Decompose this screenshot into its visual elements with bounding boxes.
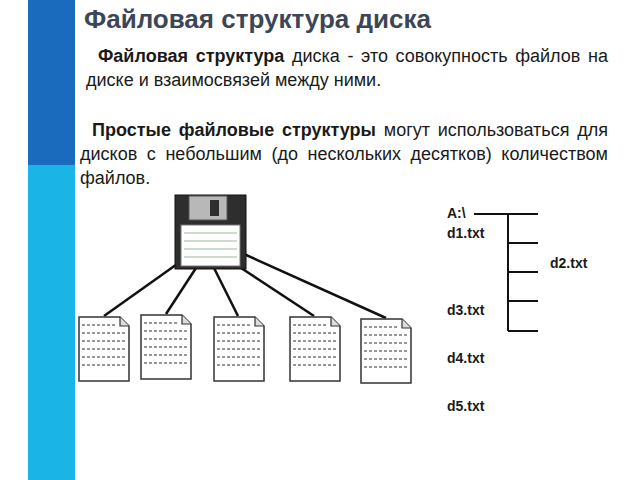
- stripe-top: [28, 0, 75, 165]
- bold-term: Файловая структура: [98, 46, 284, 66]
- file-name: d5.txt: [447, 398, 484, 414]
- paragraph: Файловая структура диска - это совокупно…: [86, 44, 608, 92]
- file-name: d1.txt: [447, 225, 484, 241]
- stripe-bottom: [28, 165, 75, 480]
- file-name: d2.txt: [550, 255, 587, 271]
- file-name: d4.txt: [447, 350, 484, 366]
- bold-term: Простые файловые структуры: [92, 120, 376, 140]
- paragraph: Простые файловые структуры могут использ…: [80, 118, 608, 190]
- file-icons: [79, 315, 411, 383]
- floppy-disk: [175, 195, 246, 269]
- slide-title: Файловая структура диска: [84, 4, 431, 35]
- drive-label: A:\: [447, 205, 466, 221]
- file-name: d3.txt: [447, 302, 484, 318]
